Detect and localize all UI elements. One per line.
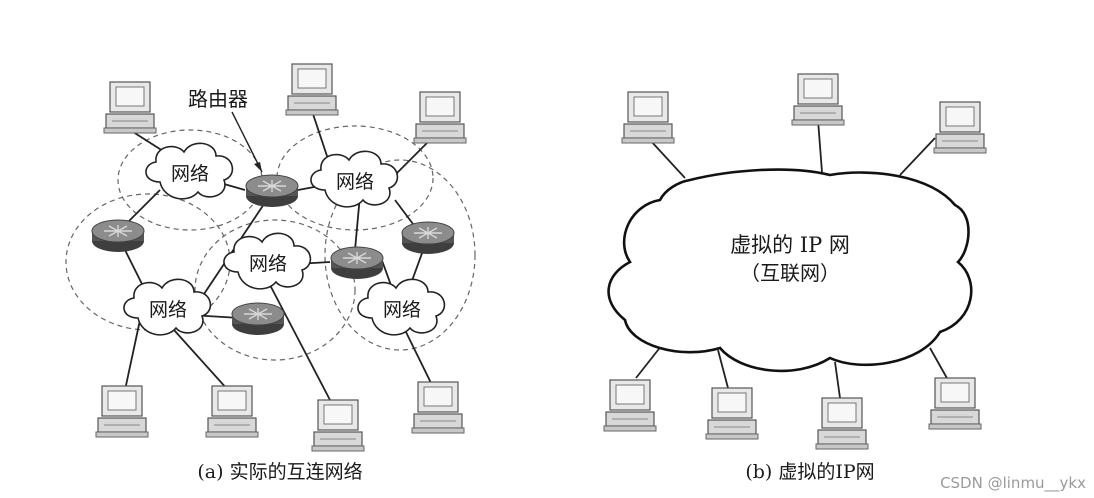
network-cloud-3: 网络	[223, 232, 312, 290]
host-a-bottom-1	[95, 385, 149, 438]
host-b-bottom-4	[928, 377, 982, 430]
diagram-b-links	[635, 119, 949, 399]
network-label: 网络	[336, 171, 374, 193]
router-bottom-center	[231, 302, 285, 336]
host-a-top-center	[285, 63, 339, 116]
network-label: 网络	[383, 299, 421, 321]
network-label: 网络	[249, 253, 287, 275]
caption-a: (a) 实际的互连网络	[197, 461, 362, 483]
cloud-subtitle: （互联网）	[740, 261, 840, 285]
network-label: 网络	[171, 163, 209, 185]
host-b-top-left	[621, 91, 675, 144]
host-b-top-right	[933, 101, 987, 154]
host-b-bottom-2	[705, 387, 759, 440]
router-right	[401, 221, 455, 255]
host-a-bottom-4	[411, 381, 465, 434]
network-cloud-2: 网络	[310, 150, 399, 208]
caption-b: (b) 虚拟的IP网	[745, 461, 874, 483]
host-a-bottom-2	[205, 385, 259, 438]
router-pointer-arrowhead	[254, 162, 262, 172]
internet-cloud	[607, 168, 973, 373]
router-middle-right	[330, 246, 384, 280]
host-a-top-right	[413, 91, 467, 144]
router-left	[91, 219, 145, 253]
router-label: 路由器	[188, 87, 248, 111]
network-cloud-4: 网络	[123, 278, 212, 336]
host-a-bottom-3	[311, 399, 365, 452]
network-cloud-5: 网络	[357, 278, 446, 336]
router-top-center	[245, 174, 299, 208]
host-b-top-center	[791, 73, 845, 126]
router-pointer-arrow	[231, 111, 263, 173]
diagram-b-virtual-ip-network: 虚拟的 IP 网 （互联网） (b) 虚拟的IP网	[603, 73, 987, 483]
host-a-top-left	[103, 81, 157, 134]
watermark: CSDN @linmu__ykx	[940, 474, 1086, 492]
cloud-title: 虚拟的 IP 网	[730, 233, 850, 257]
network-label: 网络	[149, 299, 187, 321]
network-cloud-1: 网络	[145, 142, 234, 200]
host-b-bottom-1	[603, 379, 657, 432]
diagram-a-real-internet: 网络 网络 网络 网络 网络 路由器 (a) 实际的互连网络	[65, 63, 476, 483]
host-b-bottom-3	[815, 397, 869, 450]
